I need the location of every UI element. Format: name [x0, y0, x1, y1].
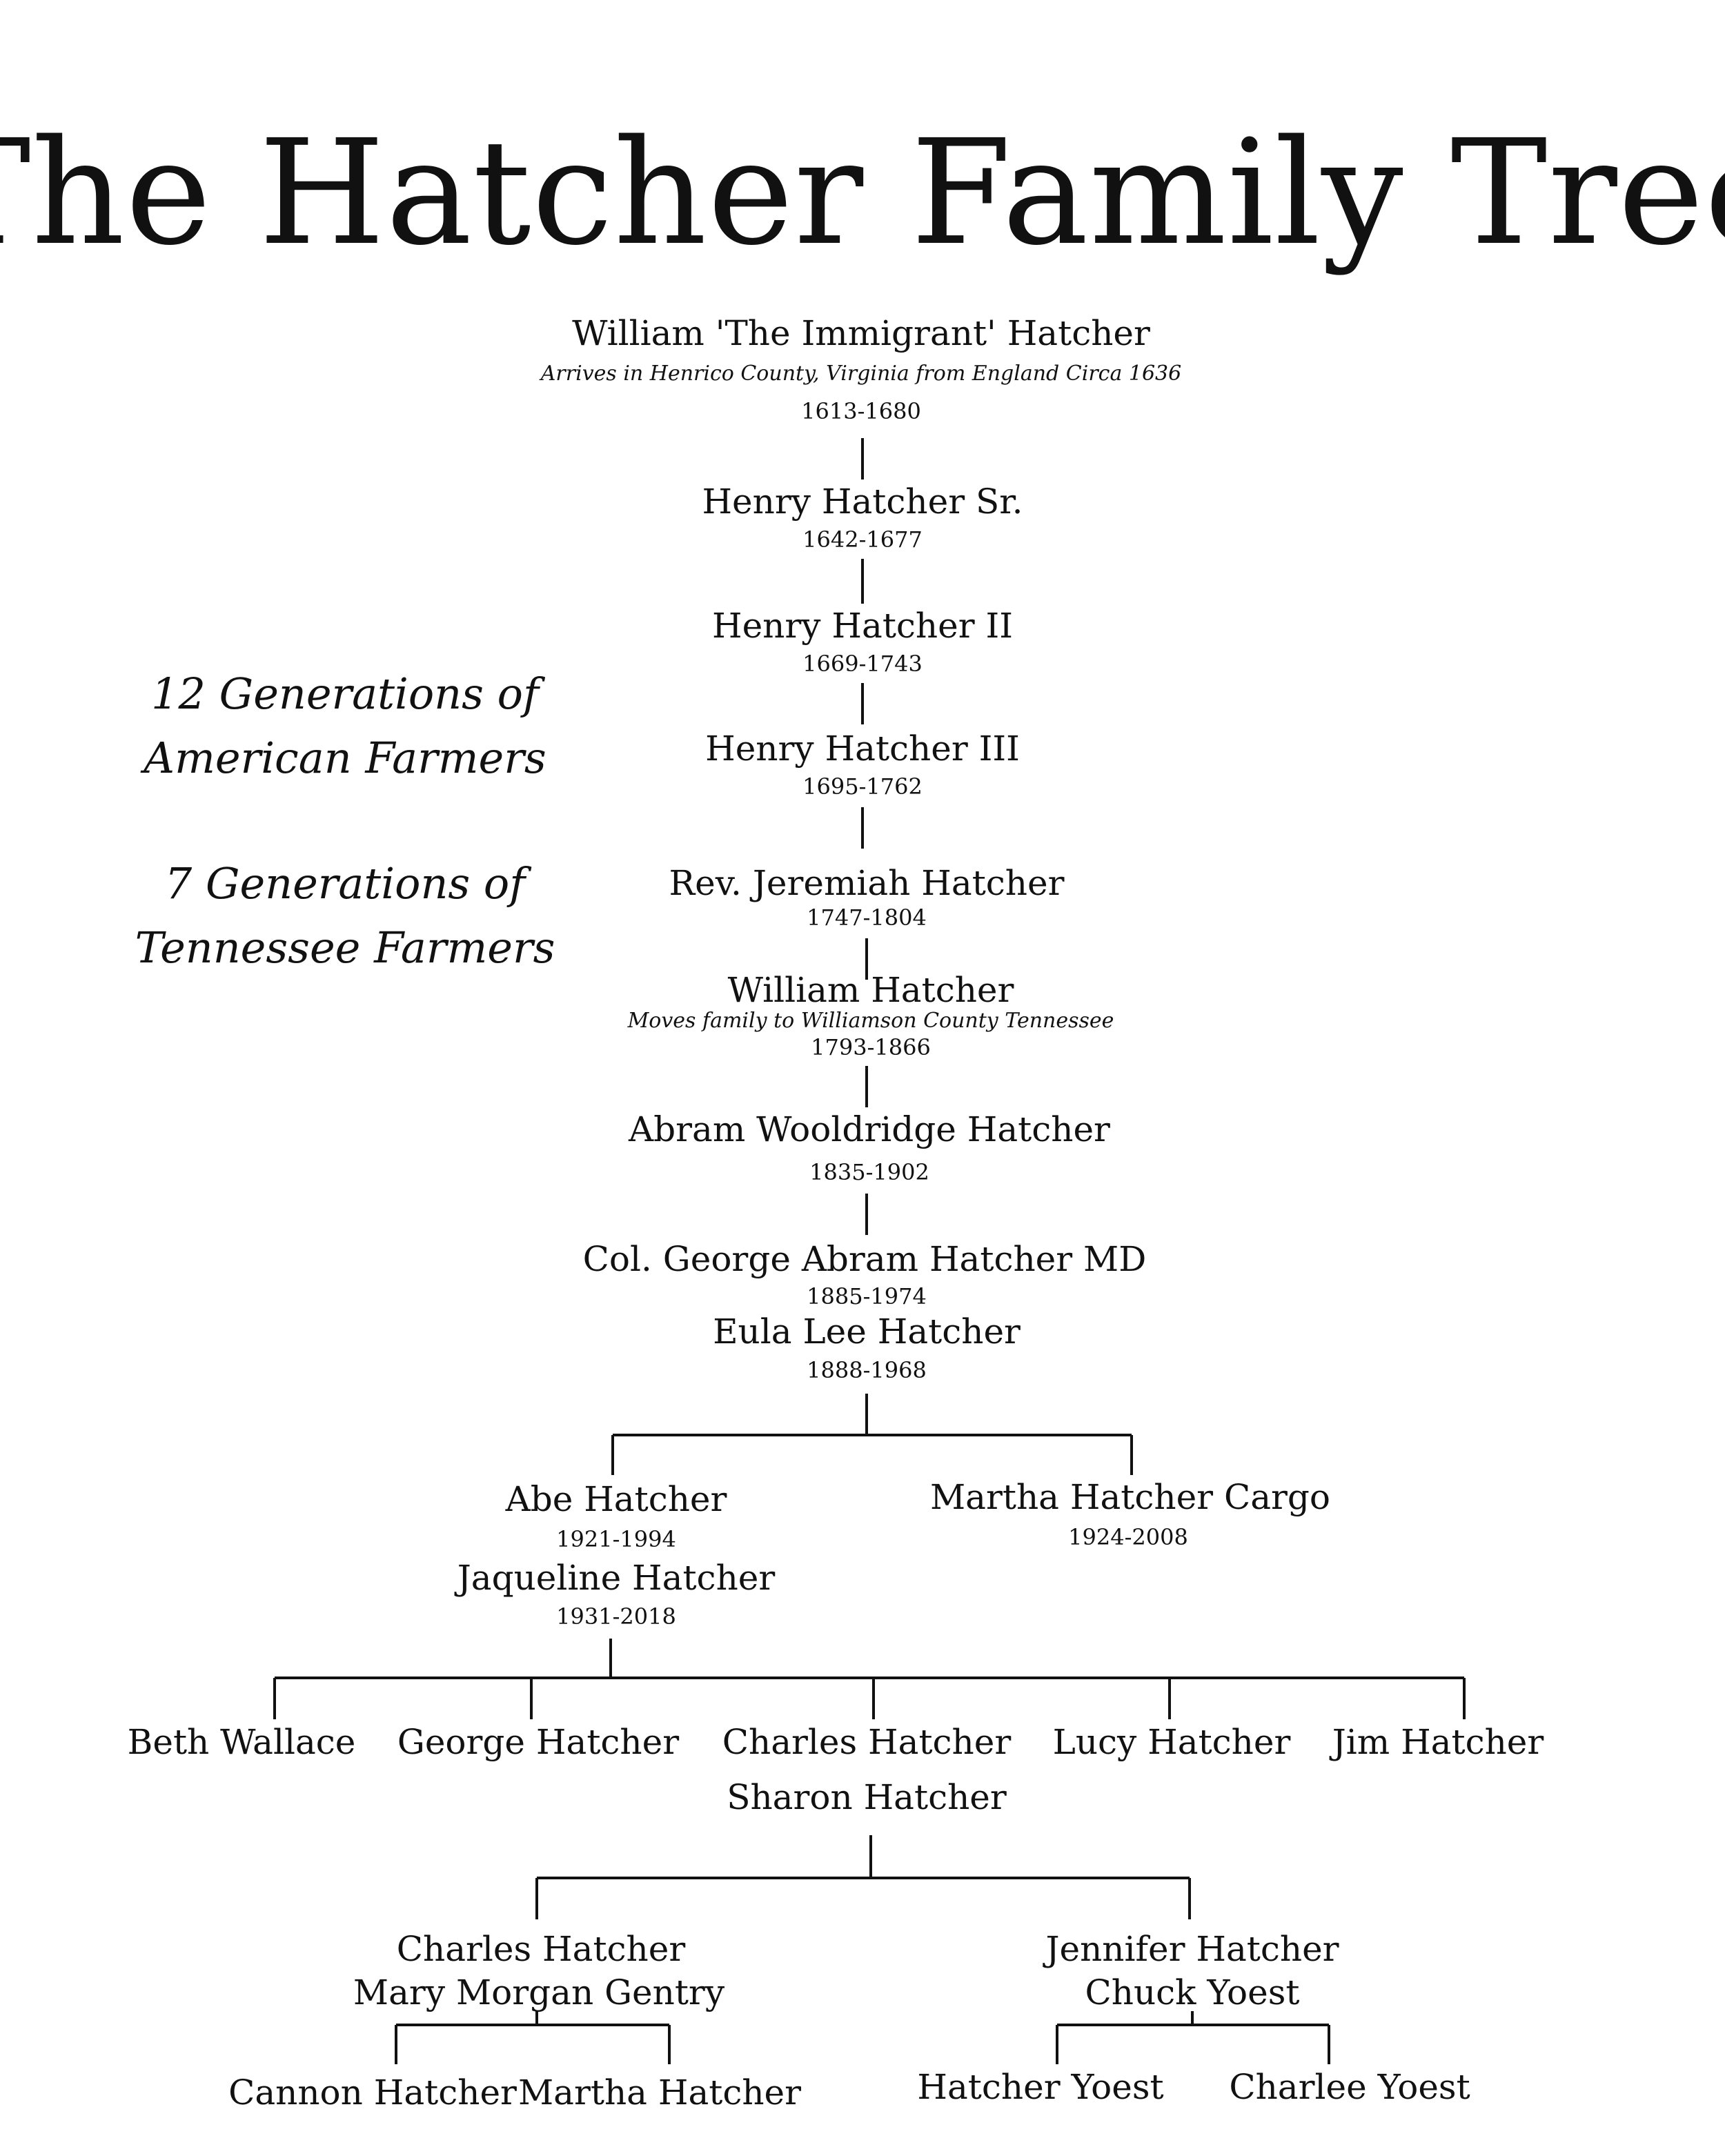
person-dates: 1793-1866	[811, 1034, 931, 1060]
person-dates: 1695-1762	[802, 773, 923, 800]
page-title: The Hatcher Family Tree	[0, 108, 1725, 277]
spouse-dates: 1888-1968	[807, 1357, 927, 1383]
person-name: Henry Hatcher II	[711, 606, 1014, 646]
side-note-generations-tennessee: 7 Generations of	[164, 858, 526, 909]
person-name: Charlee Yoest	[1229, 2067, 1470, 2107]
person-dates: 1642-1677	[802, 526, 923, 553]
side-note-generations-american: 12 Generations of	[151, 669, 539, 719]
person-name: Henry Hatcher Sr.	[702, 482, 1023, 522]
person-name: Hatcher Yoest	[917, 2067, 1164, 2107]
person-name: Lucy Hatcher	[1052, 1722, 1291, 1762]
person-note: Moves family to Williamson County Tennes…	[627, 1009, 1114, 1033]
person-dates: 1613-1680	[801, 398, 921, 424]
person-dates: 1921-1994	[556, 1526, 676, 1552]
spouse-name: Jaqueline Hatcher	[457, 1558, 776, 1598]
person-dates: 1924-2008	[1068, 1524, 1188, 1550]
person-note: Arrives in Henrico County, Virginia from…	[540, 362, 1182, 386]
person-name: Henry Hatcher III	[705, 729, 1020, 769]
person-name: Rev. Jeremiah Hatcher	[669, 863, 1065, 903]
side-note-american-farmers: American Farmers	[144, 733, 546, 783]
person-name: George Hatcher	[397, 1722, 680, 1762]
side-note-tennessee-farmers: Tennessee Farmers	[135, 922, 555, 973]
person-name: Martha Hatcher	[518, 2073, 802, 2113]
person-name: William Hatcher	[727, 970, 1014, 1010]
person-name: Charles Hatcher	[722, 1722, 1012, 1762]
spouse-name: Chuck Yoest	[1085, 1972, 1300, 2012]
person-dates: 1835-1902	[809, 1159, 929, 1185]
spouse-dates: 1931-2018	[556, 1603, 676, 1630]
person-name: William 'The Immigrant' Hatcher	[572, 313, 1150, 353]
person-name: Col. George Abram Hatcher MD	[582, 1239, 1147, 1279]
person-name: Martha Hatcher Cargo	[929, 1477, 1331, 1517]
person-name: Abe Hatcher	[505, 1479, 727, 1519]
person-dates: 1747-1804	[807, 904, 927, 931]
spouse-name: Mary Morgan Gentry	[353, 1972, 725, 2012]
person-name: Cannon Hatcher	[228, 2073, 517, 2113]
spouse-name: Eula Lee Hatcher	[713, 1312, 1021, 1352]
person-name: Abram Wooldridge Hatcher	[629, 1109, 1110, 1149]
person-name: Charles Hatcher	[396, 1929, 686, 1969]
person-name: Beth Wallace	[127, 1722, 356, 1762]
person-name: Jennifer Hatcher	[1045, 1929, 1339, 1969]
person-dates: 1669-1743	[802, 651, 923, 677]
person-dates: 1885-1974	[807, 1283, 927, 1309]
spouse-name: Sharon Hatcher	[727, 1777, 1007, 1817]
person-name: Jim Hatcher	[1332, 1722, 1544, 1762]
